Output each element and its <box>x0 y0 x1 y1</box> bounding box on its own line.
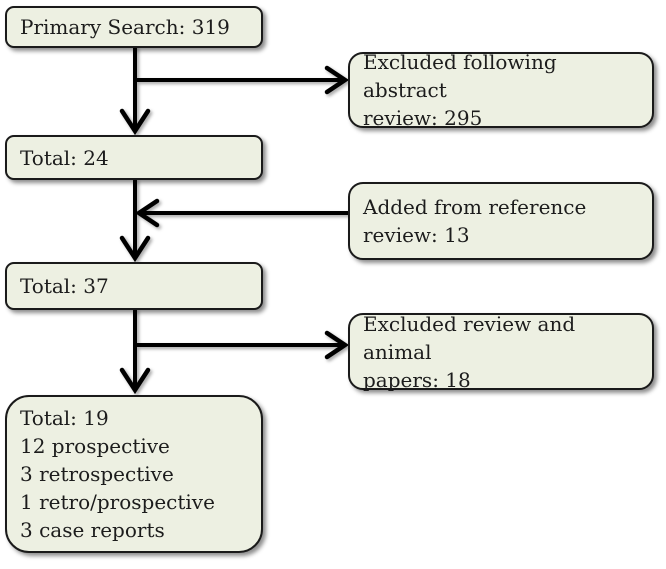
flow-box-label: 12 prospective <box>20 434 170 458</box>
arrowhead-down-1 <box>119 108 151 136</box>
arrowhead-left-1 <box>134 198 160 228</box>
side-box-excluded-review-animal: Excluded review and animal papers: 18 <box>348 311 654 392</box>
side-box-label: Excluded review and animal <box>363 311 576 364</box>
flow-box-final-total: Total: 19 12 prospective 3 retrospective… <box>5 395 263 553</box>
flow-box-label: 3 retrospective <box>20 462 174 486</box>
flow-box-total-37: Total: 37 <box>5 262 263 310</box>
side-box-label: review: 295 <box>363 106 483 130</box>
flow-box-label: Total: 37 <box>20 274 109 298</box>
arrowhead-down-2 <box>119 235 151 263</box>
flow-box-label: Total: 19 <box>20 406 109 430</box>
flow-box-total-24: Total: 24 <box>5 135 263 180</box>
flow-box-label: 1 retro/prospective <box>20 490 215 514</box>
side-box-label: papers: 18 <box>363 367 471 392</box>
flow-box-label: Total: 24 <box>20 145 109 170</box>
arrowhead-right-1 <box>324 65 350 95</box>
side-box-label: Added from reference <box>363 195 587 219</box>
arrowhead-down-3 <box>119 367 151 395</box>
flow-box-label: 3 case reports <box>20 518 165 542</box>
side-box-label: Excluded following abstract <box>363 50 557 102</box>
arrowhead-right-2 <box>324 330 350 360</box>
side-box-added-reference: Added from reference review: 13 <box>348 182 654 260</box>
flow-box-primary-search: Primary Search: 319 <box>5 6 263 48</box>
side-box-excluded-abstract: Excluded following abstract review: 295 <box>348 50 654 130</box>
side-box-label: review: 13 <box>363 223 470 247</box>
flow-box-label: Primary Search: 319 <box>20 15 230 39</box>
